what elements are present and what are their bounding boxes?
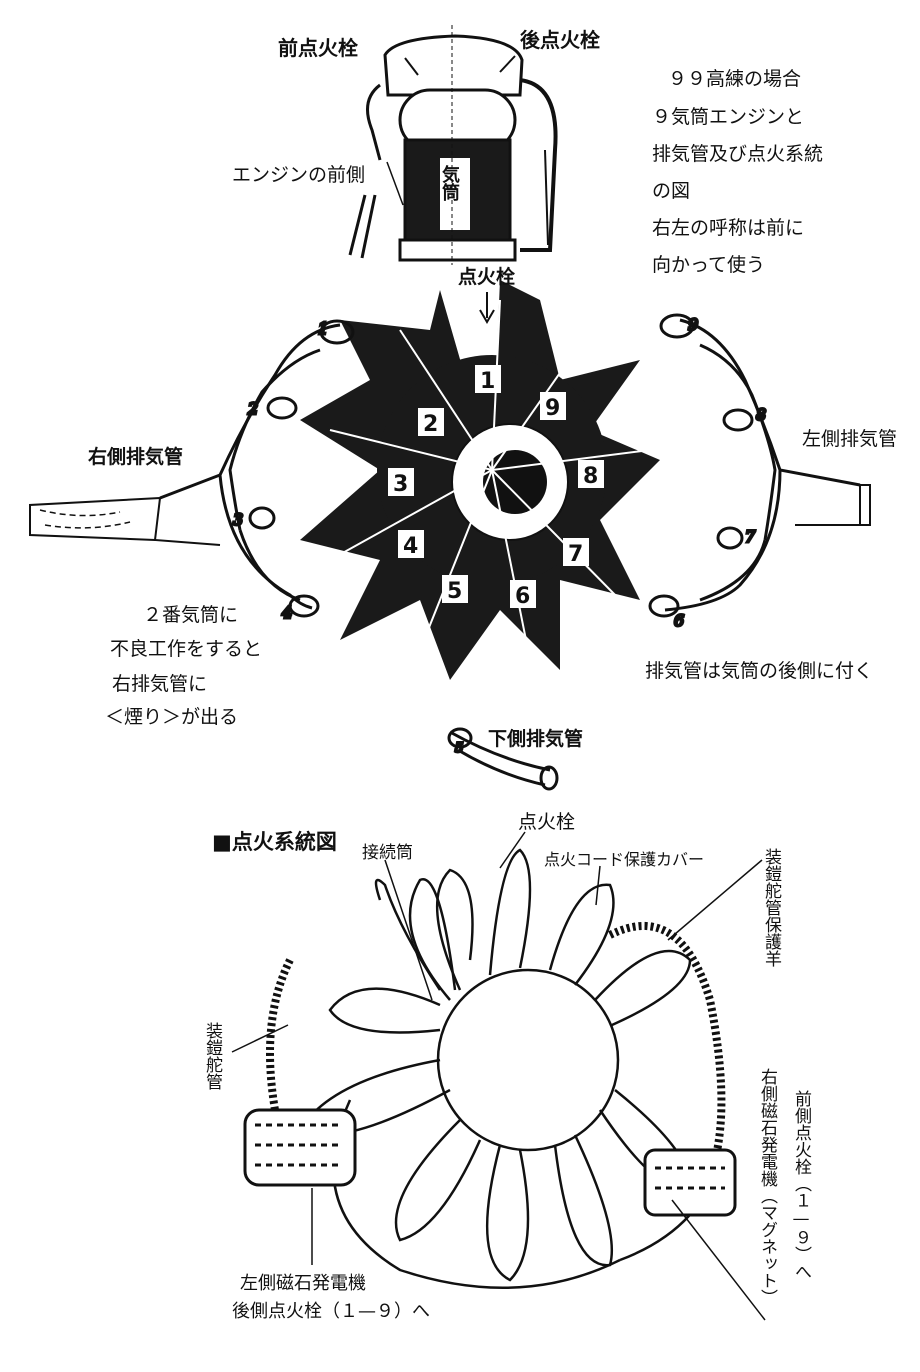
engine-side-view	[348, 25, 558, 265]
armored-conduit-label: 装鎧舵管	[202, 1022, 222, 1090]
description-line-5: 右左の呼称は前に	[652, 217, 805, 239]
ignition-harness	[266, 848, 726, 1290]
cylinder-label-8: 8	[583, 464, 598, 489]
radial-engine: 1 2 3 4 5 6 7 8 9	[300, 280, 660, 680]
description-line-4: の図	[652, 180, 691, 202]
right-exhaust-label: 右側排気管	[88, 446, 184, 468]
cylinder-label-2: 2	[423, 412, 438, 437]
cord-cover-label: 点火コード保護カバー	[544, 850, 705, 869]
armored-bracket-label: 装鎧舵管保護羊	[761, 848, 781, 967]
cylinder-label-7: 7	[568, 542, 583, 567]
junction-label: 接続筒	[362, 843, 413, 863]
bottom-exhaust-label: 下側排気管	[488, 728, 584, 750]
front-plug-target-label: 前側点火栓（１—９）へ	[791, 1090, 811, 1280]
cylinder-number-labels: 1 2 3 4 5 6 7 8 9	[388, 365, 604, 609]
engine-front-label: エンジンの前側	[232, 164, 366, 186]
smoke-note-line-3: 右排気管に	[112, 673, 208, 695]
left-magneto	[243, 1108, 357, 1187]
svg-text:2: 2	[247, 399, 258, 418]
svg-text:9: 9	[688, 315, 698, 334]
ignition-spark-plug-label: 点火栓	[518, 811, 576, 833]
description-line-3: 排気管及び点火系統	[652, 143, 824, 165]
svg-text:4: 4	[281, 603, 292, 622]
svg-text:1: 1	[318, 319, 328, 338]
left-exhaust-manifold: 9 8 7 6	[648, 313, 871, 632]
smoke-note-line-2: 不良工作をすると	[110, 638, 263, 660]
leader-lines	[231, 831, 766, 1321]
right-exhaust-manifold: 1 2 3 4	[29, 318, 355, 624]
smoke-note-line-4: ＜煙り＞が出る	[105, 706, 239, 728]
svg-text:5: 5	[455, 741, 463, 756]
cylinder-label-6: 6	[515, 584, 530, 609]
svg-text:6: 6	[674, 611, 684, 630]
description-line-2: ９気筒エンジンと	[652, 106, 805, 128]
ignition-system-title: ■点火系統図	[212, 830, 337, 854]
exhaust-note: 排気管は気筒の後側に付く	[645, 660, 874, 682]
cylinder-label-9: 9	[545, 396, 560, 421]
svg-text:8: 8	[756, 405, 766, 424]
left-exhaust-label: 左側排気管	[802, 428, 898, 450]
description-line-6: 向かって使う	[652, 254, 766, 276]
right-magneto	[643, 1148, 737, 1217]
cylinder-label-3: 3	[393, 472, 408, 497]
cylinder-mark: 気筒	[439, 165, 460, 201]
rear-plug-label: 後点火栓	[520, 28, 600, 52]
description-line-1: ９９高練の場合	[668, 68, 802, 90]
smoke-note-line-1: ２番気筒に	[143, 604, 239, 626]
left-magneto-label: 左側磁石発電機	[240, 1273, 366, 1294]
rear-plug-target-label: 後側点火栓（１—９）へ	[232, 1301, 430, 1322]
front-plug-label: 前点火栓	[278, 36, 358, 60]
cylinder-label-5: 5	[447, 579, 462, 604]
right-magneto-label: 右側磁石発電機（マグネット）	[757, 1068, 777, 1306]
svg-text:3: 3	[233, 510, 243, 529]
cylinder-label-4: 4	[403, 534, 418, 559]
cylinder-label-1: 1	[480, 369, 495, 394]
bottom-exhaust-pipe: 5	[447, 727, 559, 791]
spark-plug-label: 点火栓	[458, 266, 516, 288]
svg-text:7: 7	[745, 527, 756, 546]
